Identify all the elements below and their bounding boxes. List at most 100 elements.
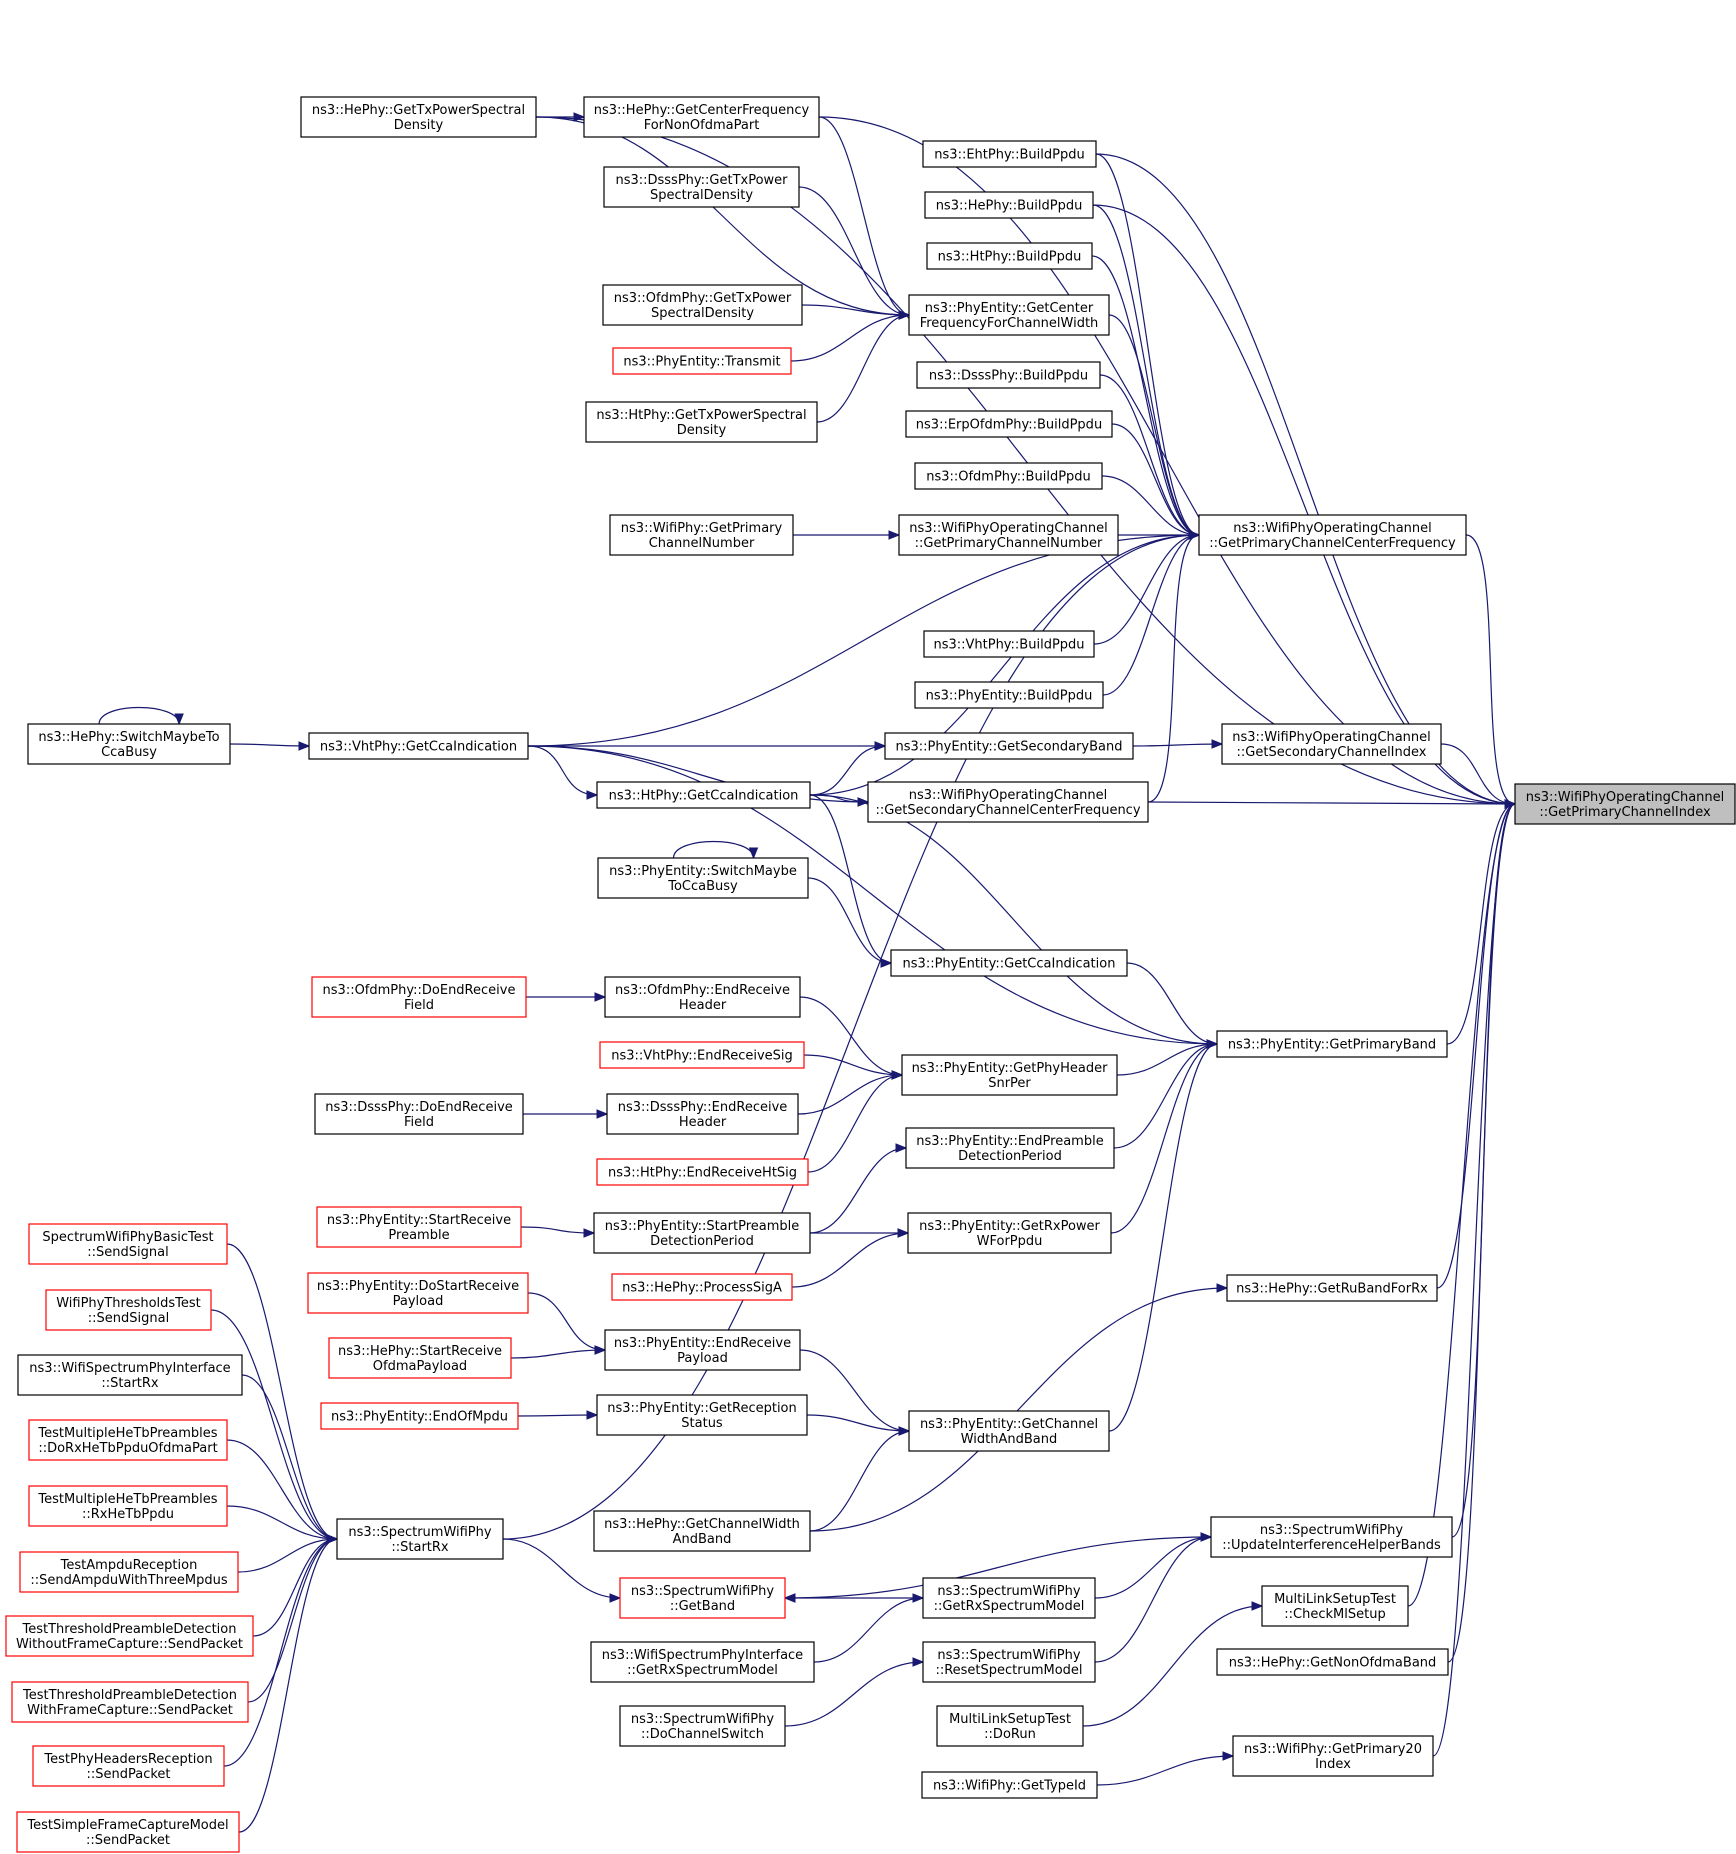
edge-arrowhead [895,1143,908,1153]
node-box [1221,723,1442,765]
node-ht-getcca[interactable]: ns3::HtPhy::GetCcaIndication [596,781,811,809]
node-swp-resetspectrum[interactable]: ns3::SpectrumWifiPhy::ResetSpectrumModel [922,1641,1096,1683]
node-swp-getrxspectrum[interactable]: ns3::SpectrumWifiPhy::GetRxSpectrumModel [922,1577,1096,1619]
node-tmhp-rxhetb[interactable]: TestMultipleHeTbPreambles::RxHeTbPpdu [28,1485,228,1527]
node-erp-buildppdu[interactable]: ns3::ErpOfdmPhy::BuildPpdu [905,410,1113,438]
node-vht-buildppdu[interactable]: ns3::VhtPhy::BuildPpdu [923,630,1095,658]
node-wifiphy-gettypeid[interactable]: ns3::WifiPhy::GetTypeId [921,1771,1098,1799]
node-he-buildppdu[interactable]: ns3::HePhy::BuildPpdu [924,191,1094,219]
edge-arrowhead [1211,739,1224,749]
node-thresholds-sendsignal[interactable]: WifiPhyThresholdsTest::SendSignal [45,1289,212,1331]
node-he-processsiga[interactable]: ns3::HePhy::ProcessSigA [611,1273,793,1301]
node-swp-startrx[interactable]: ns3::SpectrumWifiPhy::StartRx [336,1518,504,1560]
node-woc-getprimchnum[interactable]: ns3::WifiPhyOperatingChannel::GetPrimary… [898,514,1119,556]
node-box [1232,1735,1434,1777]
node-label: ns3::PhyEntity::EndOfMpdu [331,1410,508,1425]
node-label: ns3::SpectrumWifiPhy [937,1584,1080,1599]
node-pe-getcca[interactable]: ns3::PhyEntity::GetCcaIndication [890,949,1128,977]
node-eht-buildppdu[interactable]: ns3::EhtPhy::BuildPpdu [922,140,1097,168]
node-ttpd-wfc[interactable]: TestThresholdPreambleDetectionWithFrameC… [11,1681,249,1723]
node-spi-getrxspectrum[interactable]: ns3::WifiSpectrumPhyInterface::GetRxSpec… [590,1641,815,1683]
node-label: OfdmaPayload [373,1359,467,1374]
node-spectrum-basic-sendsignal[interactable]: SpectrumWifiPhyBasicTest::SendSignal [28,1223,228,1265]
edge-arrowhead [783,1593,796,1603]
node-woc-getsecidx[interactable]: ns3::WifiPhyOperatingChannel::GetSeconda… [1221,723,1442,765]
node-woc-getprimcf[interactable]: ns3::WifiPhyOperatingChannel::GetPrimary… [1198,514,1467,556]
node-label: Payload [393,1294,444,1309]
node-pe-startpreambledet[interactable]: ns3::PhyEntity::StartPreambleDetectionPe… [593,1212,811,1254]
edge-ofdm-buildppdu-to-woc-getprimcf [1101,475,1200,536]
node-vht-endrxsig[interactable]: ns3::VhtPhy::EndReceiveSig [599,1041,805,1069]
edge-woc-getseccf-to-target [1147,801,1516,805]
node-label: ns3::WifiPhyOperatingChannel [909,788,1108,803]
node-pe-getcfcw[interactable]: ns3::PhyEntity::GetCenterFrequencyForCha… [908,294,1110,336]
node-pe-getsecband[interactable]: ns3::PhyEntity::GetSecondaryBand [884,732,1134,760]
node-label: TestThresholdPreambleDetection [22,1622,237,1637]
node-tmhp-dorxofdma[interactable]: TestMultipleHeTbPreambles::DoRxHeTbPpduO… [28,1419,228,1461]
node-tsfcm-send[interactable]: TestSimpleFrameCaptureModel::SendPacket [16,1811,240,1853]
node-woc-getseccf[interactable]: ns3::WifiPhyOperatingChannel::GetSeconda… [867,781,1149,823]
node-box [307,1272,529,1314]
node-box [308,732,529,760]
node-he-getnonofdmaband[interactable]: ns3::HePhy::GetNonOfdmaBand [1216,1648,1449,1676]
node-tphr-send[interactable]: TestPhyHeadersReception::SendPacket [32,1745,225,1787]
node-pe-endofmpdu[interactable]: ns3::PhyEntity::EndOfMpdu [320,1402,519,1430]
node-dsss-buildppdu[interactable]: ns3::DsssPhy::BuildPpdu [916,361,1101,389]
node-target[interactable]: ns3::WifiPhyOperatingChannel::GetPrimary… [1514,783,1736,825]
node-pe-endpreambledet[interactable]: ns3::PhyEntity::EndPreambleDetectionPeri… [905,1127,1115,1169]
node-label: MultiLinkSetupTest [1274,1592,1396,1607]
node-mlst-dorun[interactable]: MultiLinkSetupTest::DoRun [936,1705,1084,1747]
node-box [28,1223,228,1265]
node-box [1514,783,1736,825]
node-pe-transmit[interactable]: ns3::PhyEntity::Transmit [612,347,792,375]
node-box [17,1354,243,1396]
node-mlst-checkmlsetup[interactable]: MultiLinkSetupTest::CheckMlSetup [1261,1585,1409,1627]
edge-pe-dostartrxpayload-to-pe-endrxpayload [527,1292,606,1351]
edge-pe-getprimband-to-target [1446,803,1516,1045]
edge-swp-updateinterf-to-swp-getband [784,1536,1212,1599]
edge-pe-endpreambledet-to-pe-getprimband [1113,1043,1218,1149]
node-spi-startrx[interactable]: ns3::WifiSpectrumPhyInterface::StartRx [17,1354,243,1396]
node-label: ns3::PhyEntity::GetReception [607,1401,797,1416]
node-ofdm-buildppdu[interactable]: ns3::OfdmPhy::BuildPpdu [914,462,1103,490]
node-pe-getprimband[interactable]: ns3::PhyEntity::GetPrimaryBand [1216,1030,1448,1058]
node-label: SpectrumWifiPhyBasicTest [42,1230,213,1245]
node-ttpd-wofc[interactable]: TestThresholdPreambleDetectionWithoutFra… [5,1615,254,1657]
node-box [922,1577,1096,1619]
node-ampdu-send[interactable]: TestAmpduReception::SendAmpduWithThreeMp… [19,1551,239,1593]
node-wifiphy-getprimchnum[interactable]: ns3::WifiPhy::GetPrimaryChannelNumber [609,514,794,556]
node-label: Preamble [388,1228,449,1243]
node-box [907,1212,1112,1254]
node-ht-buildppdu[interactable]: ns3::HtPhy::BuildPpdu [926,242,1093,270]
node-swp-getband[interactable]: ns3::SpectrumWifiPhy::GetBand [619,1577,786,1619]
node-pe-buildppdu[interactable]: ns3::PhyEntity::BuildPpdu [914,681,1104,709]
node-label: Header [679,998,727,1013]
node-label: ns3::WifiPhyOperatingChannel [909,521,1108,536]
node-hephy-cfnonofdma[interactable]: ns3::HePhy::GetCenterFrequencyForNonOfdm… [583,96,820,138]
node-ht-endrxhtsig[interactable]: ns3::HtPhy::EndReceiveHtSig [596,1158,809,1186]
node-swp-updateinterf[interactable]: ns3::SpectrumWifiPhy::UpdateInterference… [1210,1516,1453,1558]
node-he-getrubandforrx[interactable]: ns3::HePhy::GetRuBandForRx [1226,1274,1438,1302]
node-vht-getcca[interactable]: ns3::VhtPhy::GetCcaIndication [308,732,529,760]
node-swp-dochannelswitch[interactable]: ns3::SpectrumWifiPhy::DoChannelSwitch [619,1705,786,1747]
